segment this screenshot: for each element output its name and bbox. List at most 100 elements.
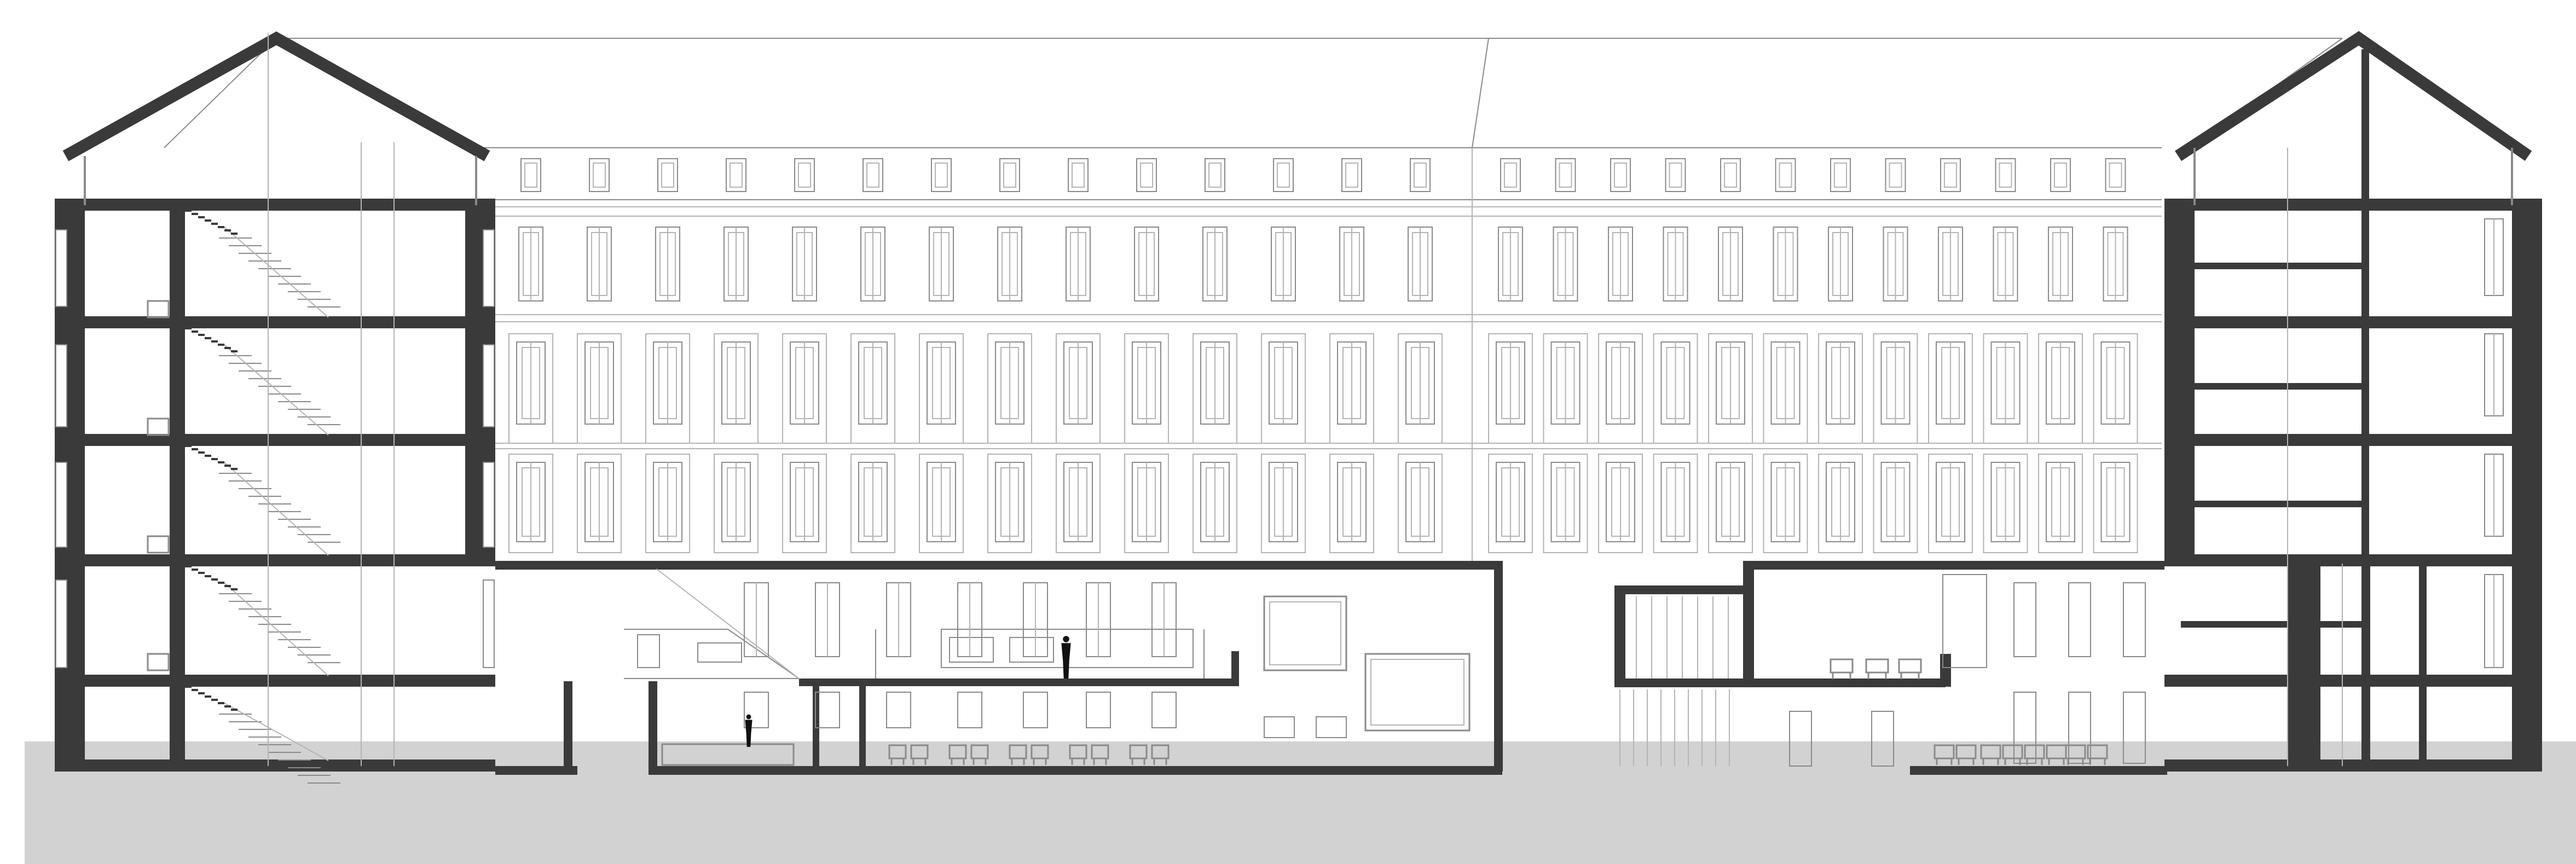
window-surround <box>987 454 1032 553</box>
chair-seat <box>2065 744 2086 759</box>
chair-seat <box>1151 744 1170 759</box>
courtyard-facade-elevation <box>164 38 2343 564</box>
main-window-pane <box>1501 347 1520 419</box>
chair-group <box>1934 744 1955 765</box>
hall-background-window <box>815 692 840 728</box>
upper-window-pane <box>1138 232 1155 296</box>
hall-partition <box>859 681 866 769</box>
armchair <box>147 653 170 671</box>
wall-opening <box>55 579 67 668</box>
stair-flight <box>185 210 340 318</box>
lower-window-pane <box>1342 467 1361 537</box>
attic-window-pane <box>1724 163 1737 188</box>
stair-stringer <box>224 462 329 556</box>
chair-group <box>1069 744 1087 765</box>
artwork <box>949 637 994 663</box>
stair-flight <box>185 445 340 556</box>
chair-group <box>1129 744 1148 765</box>
window-surround <box>1398 454 1443 553</box>
upper-window-pane <box>1557 232 1574 296</box>
attic-window <box>1205 158 1225 192</box>
chair-seat <box>1069 744 1087 759</box>
lower-window-pane <box>2106 467 2125 537</box>
window-surround <box>1598 454 1643 553</box>
attic-window-pane <box>866 163 879 188</box>
chair-seat <box>910 744 929 759</box>
window-surround <box>987 333 1032 444</box>
main-window-pane <box>1721 347 1740 419</box>
lower-window-pane <box>1411 467 1429 537</box>
attic-window <box>1500 158 1521 192</box>
partition-wall <box>2361 49 2369 564</box>
lower-window-pane <box>1886 467 1905 537</box>
main-window-pane <box>795 347 814 419</box>
window-surround <box>1488 454 1533 553</box>
chair-group <box>1865 658 1889 679</box>
window-surround <box>1261 333 1306 444</box>
hall-background-window <box>744 692 769 728</box>
lower-window-pane <box>1274 467 1293 537</box>
attic-window <box>862 158 883 192</box>
person-head <box>1063 636 1069 642</box>
floor-slab <box>2164 434 2542 446</box>
main-window-pane <box>1069 347 1087 419</box>
window-surround <box>1124 454 1169 553</box>
skylight-volume <box>624 629 801 679</box>
pavilion-base <box>1910 766 2167 775</box>
hall-background-window <box>1086 692 1111 728</box>
window-surround <box>1398 333 1443 444</box>
window-surround <box>1818 333 1863 444</box>
pavilion-slab <box>1743 561 2164 570</box>
lower-window-pane <box>2051 467 2070 537</box>
stair-core-wall <box>170 205 185 769</box>
attic-window <box>1775 158 1796 192</box>
pavilion-floor <box>1614 679 1946 687</box>
window-surround <box>1763 333 1808 444</box>
attic-window <box>1720 158 1741 192</box>
wall-opening <box>483 344 495 427</box>
window-surround <box>1329 454 1374 553</box>
hall-partition <box>564 681 572 769</box>
courtyard-window <box>2068 692 2091 764</box>
chair-group <box>888 744 907 765</box>
lower-window-pane <box>1000 467 1019 537</box>
main-window-pane <box>1611 347 1630 419</box>
right-wing-section <box>2164 31 2542 772</box>
main-window-pane <box>522 347 540 419</box>
central-hall-section <box>495 561 2167 775</box>
lower-window-pane <box>1501 467 1520 537</box>
upper-window-pane <box>1275 232 1292 296</box>
attic-window-pane <box>1669 163 1682 188</box>
chair-group <box>2065 744 2086 765</box>
wall-opening <box>483 229 495 307</box>
chair-seat <box>2002 744 2023 759</box>
window-surround <box>1543 333 1588 444</box>
upper-window-pane <box>1667 232 1684 296</box>
attic-window <box>1410 158 1431 192</box>
left-wing-section <box>55 31 495 784</box>
chair-seat <box>1934 744 1955 759</box>
chair-group <box>1898 658 1922 679</box>
attic-window <box>1068 158 1089 192</box>
artwork-large <box>1364 653 1471 732</box>
hall-background-window <box>957 692 982 728</box>
chair-seat <box>970 744 989 759</box>
chair-seat <box>1091 744 1109 759</box>
lower-window-pane <box>1611 467 1630 537</box>
upper-window-pane <box>728 232 744 296</box>
courtyard-window <box>2013 692 2036 764</box>
mezzanine-edge <box>1231 651 1239 686</box>
window-surround <box>1818 454 1863 553</box>
window-surround <box>1329 333 1374 444</box>
upper-window-pane <box>1777 232 1794 296</box>
lower-window-pane <box>932 467 951 537</box>
floor-slab <box>2164 759 2542 772</box>
window-surround <box>1708 333 1753 444</box>
pavilion-roof <box>1614 585 1751 594</box>
split-level-slab <box>2181 621 2367 628</box>
upper-window-pane <box>1070 232 1086 296</box>
window-surround <box>2038 333 2083 444</box>
attic-window <box>999 158 1020 192</box>
attic-window <box>1885 158 1906 192</box>
lower-window-pane <box>1666 467 1685 537</box>
